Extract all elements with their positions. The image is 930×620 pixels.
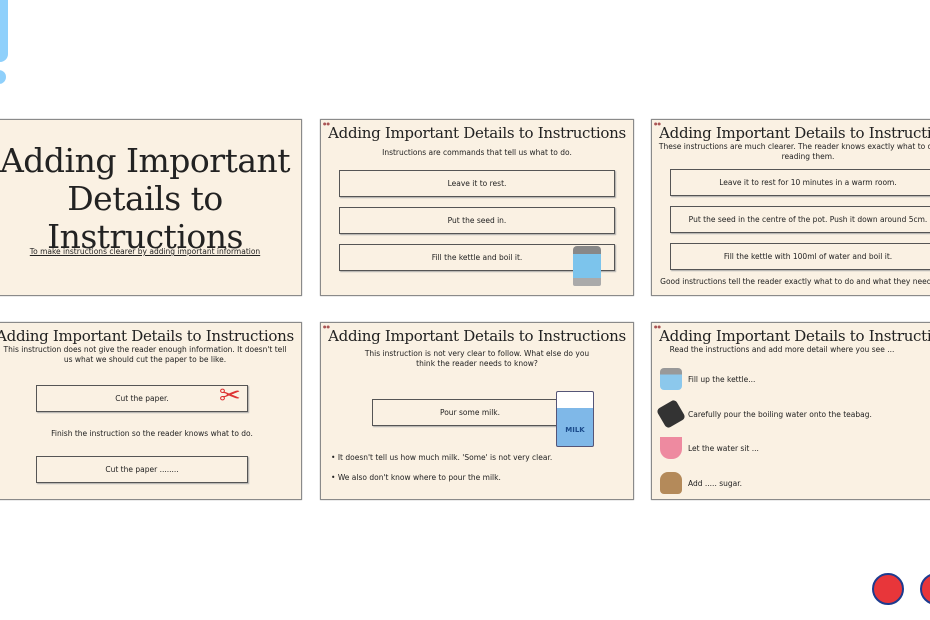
exclamation-dot [0,70,6,84]
bullet-text: We also don't know where to pour the mil… [337,473,501,482]
instruction-box: Fill the kettle with 100ml of water and … [670,243,930,270]
list-item: Carefully pour the boiling water onto th… [655,398,872,430]
kettle-icon [660,368,682,390]
slide-thumbnail-3[interactable]: ●● Adding Important Details to Instructi… [651,119,930,296]
answer-box: Cut the paper ........ [36,456,248,483]
kettle-icon [573,246,601,286]
slide-intro: These instructions are much clearer. The… [658,142,930,161]
logo-icon: ●● [323,324,330,329]
instruction-box: Leave it to rest. [339,170,615,197]
badge-icon [872,573,904,605]
item-text: Carefully pour the boiling water onto th… [688,409,872,419]
milk-label: MILK [565,426,585,434]
list-item: Let the water sit ... [660,437,759,459]
slide-thumbnail-5[interactable]: ●● Adding Important Details to Instructi… [320,322,634,500]
slide-intro: This instruction does not give the reade… [3,345,287,364]
bullet-item: • We also don't know where to pour the m… [331,473,501,482]
item-text: Add ..... sugar. [688,478,743,488]
instruction-box: Fill the kettle and boil it. [339,244,615,271]
slide-instruction: Finish the instruction so the reader kno… [51,429,253,438]
bullet-item: • It doesn't tell us how much milk. 'Som… [331,453,553,462]
slide-title: Adding Important Details to Instructions [328,327,626,345]
list-item: Fill up the kettle... [660,368,755,390]
slide-title: Adding Important Details to Instructions [0,327,294,345]
item-text: Let the water sit ... [688,443,759,453]
slide-thumbnail-4[interactable]: Adding Important Details to Instructions… [0,322,302,500]
slide-title: Adding Important Details to Instructions [328,124,626,142]
slide-subtitle: To make instructions clearer by adding i… [29,247,261,256]
slide-intro: This instruction is not very clear to fo… [364,349,590,368]
instruction-box: Cut the paper. [36,385,248,412]
slide-title: Adding Important Details to Instructions [659,327,930,345]
pouring-kettle-icon [655,398,687,430]
logo-icon: ●● [654,324,661,329]
list-item: Add ..... sugar. [660,472,742,494]
slide-thumbnail-6[interactable]: ●● Adding Important Details to Instructi… [651,322,930,500]
slide-intro: Read the instructions and add more detai… [669,345,895,354]
sugar-bag-icon [660,472,682,494]
bullet-text: It doesn't tell us how much milk. 'Some'… [337,453,553,462]
slide-title: Adding Important Details to Instructions [0,141,291,256]
instruction-box: Put the seed in the centre of the pot. P… [670,206,930,233]
instruction-box: Put the seed in. [339,207,615,234]
scissors-icon: ✂ [219,381,241,411]
milk-carton-icon: MILK [556,391,594,447]
instruction-box: Leave it to rest for 10 minutes in a war… [670,169,930,196]
instruction-box: Pour some milk. [372,399,568,426]
slide-title: Adding Important Details to Instructions [659,124,930,142]
logo-icon: ●● [654,121,661,126]
slide-footer: Good instructions tell the reader exactl… [660,277,930,286]
slide-thumbnail-1[interactable]: Adding Important Details to Instructions… [0,119,302,296]
badge-icon [920,573,930,605]
exclamation-decoration [0,0,8,62]
teacup-icon [660,437,682,459]
slide-intro: Instructions are commands that tell us w… [382,148,572,157]
slide-thumbnail-2[interactable]: ●● Adding Important Details to Instructi… [320,119,634,296]
item-text: Fill up the kettle... [688,374,756,384]
logo-icon: ●● [323,121,330,126]
